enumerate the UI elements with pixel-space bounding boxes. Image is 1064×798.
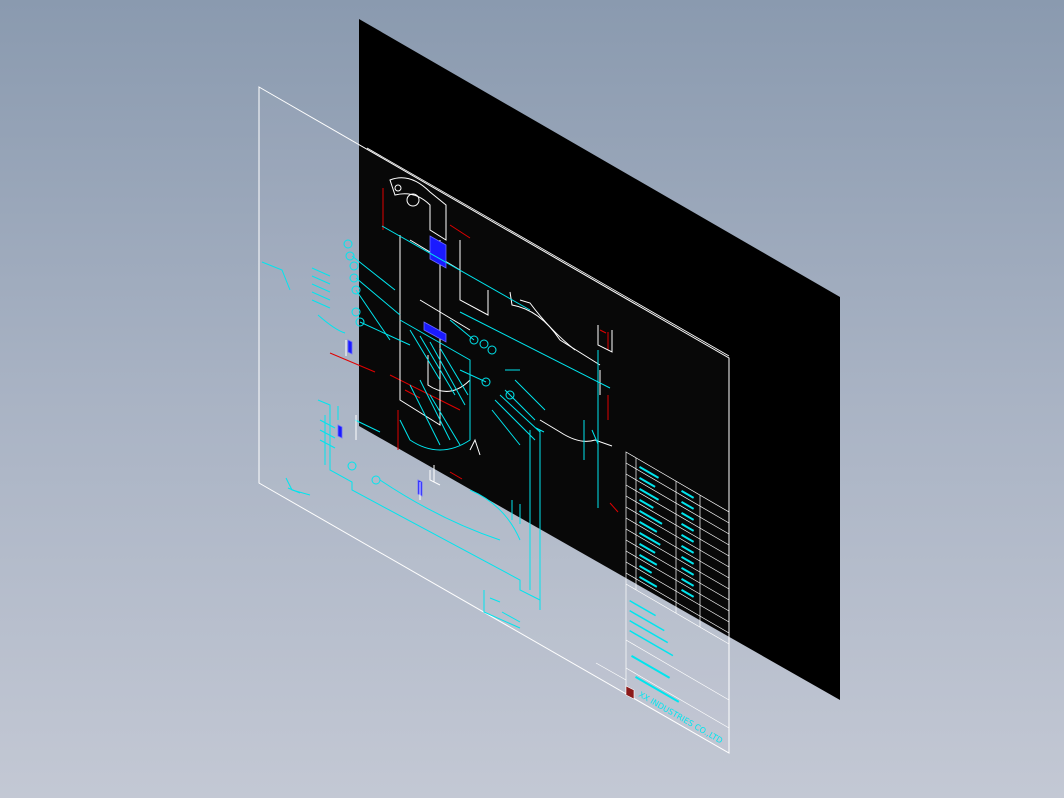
cyan-detail-lines [261, 225, 611, 629]
drawing-sheet-plane [359, 19, 840, 700]
company-logo-icon [625, 685, 635, 700]
sheet-inner-border [366, 147, 730, 357]
title-block-text [629, 465, 695, 703]
title-block [595, 451, 730, 754]
centerlines [329, 188, 619, 513]
white-ticks [345, 340, 435, 500]
